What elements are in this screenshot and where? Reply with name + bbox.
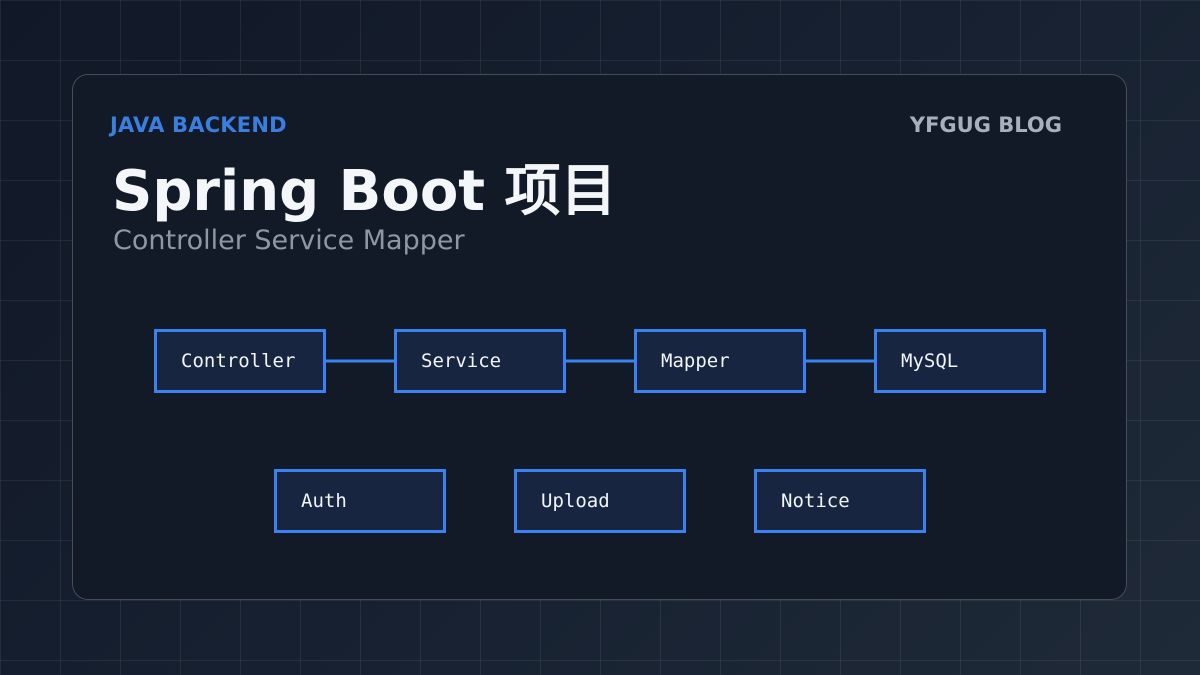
page-title: Spring Boot 项目: [112, 159, 617, 224]
category-label: JAVA BACKEND: [110, 113, 287, 137]
node-upload: Upload: [514, 469, 686, 533]
page-subtitle: Controller Service Mapper: [113, 225, 465, 256]
node-mysql: MySQL: [874, 329, 1046, 393]
node-mapper: Mapper: [634, 329, 806, 393]
node-controller: Controller: [154, 329, 326, 393]
blog-brand: YFGUG BLOG: [909, 113, 1062, 137]
node-notice: Notice: [754, 469, 926, 533]
node-auth: Auth: [274, 469, 446, 533]
node-service: Service: [394, 329, 566, 393]
